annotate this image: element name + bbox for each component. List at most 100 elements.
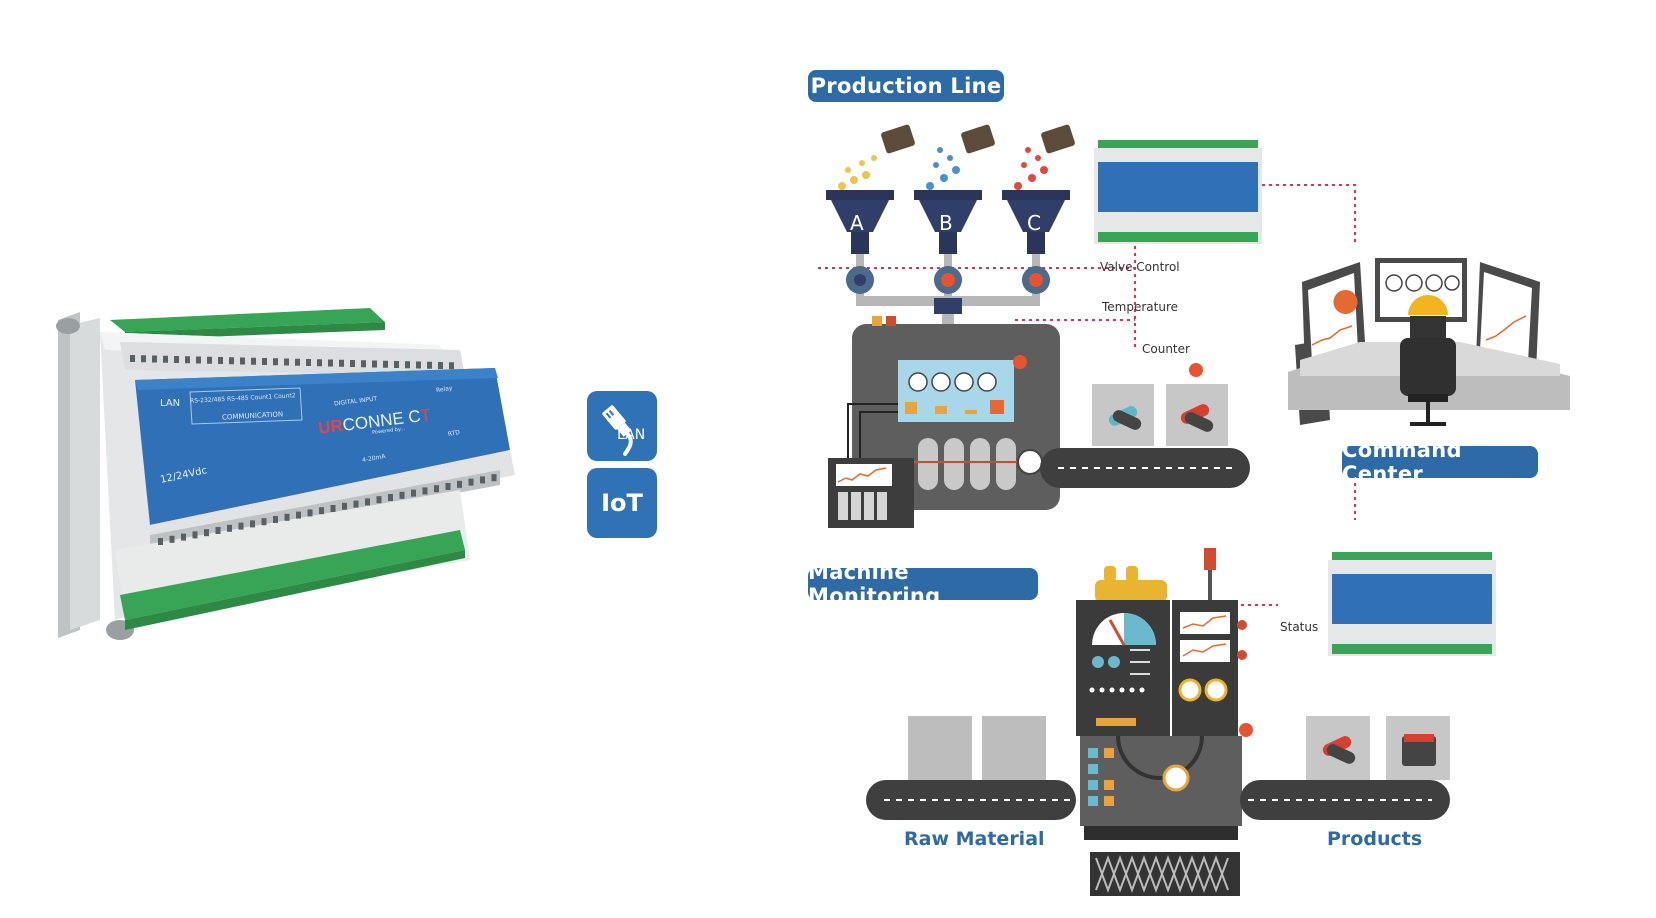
- terminal-screw: [207, 356, 212, 364]
- feed-bag-c: [1041, 124, 1075, 154]
- terminal-screw: [130, 355, 135, 362]
- raw-material-label: Raw Material: [904, 828, 1045, 850]
- lan-badge-label: LAN: [617, 427, 646, 443]
- hopper-a: [826, 190, 894, 254]
- terminal-screw: [438, 362, 443, 369]
- terminal-screw: [141, 355, 146, 363]
- terminal-screw: [434, 485, 439, 493]
- terminal-screw: [158, 538, 163, 545]
- terminal-screw: [405, 361, 410, 369]
- terminal-screw: [284, 513, 290, 521]
- machine-monitoring-label: Machine Monitoring: [808, 560, 1038, 608]
- terminal-screw: [261, 518, 267, 526]
- terminal-screw: [181, 533, 186, 541]
- terminal-screw: [394, 361, 399, 368]
- terminal-screw: [262, 358, 267, 365]
- hopper-c-label: C: [1027, 211, 1041, 235]
- terminal-screw: [163, 355, 168, 363]
- terminal-screw: [399, 491, 405, 499]
- products-label: Products: [1327, 828, 1423, 850]
- terminal-screw: [307, 509, 313, 517]
- hopper-b: [914, 190, 982, 254]
- valve-a: [846, 266, 874, 294]
- production-line-label: Production Line: [808, 70, 1004, 102]
- terminal-screw: [174, 356, 179, 363]
- terminal-screw: [427, 361, 432, 369]
- terminal-screw: [251, 357, 256, 365]
- command-center-label: Command Center: [1342, 438, 1538, 486]
- controller-bottom: [1328, 552, 1496, 656]
- terminal-screw: [445, 483, 451, 490]
- hopper-a-label: A: [850, 211, 864, 235]
- status-label: Status: [1280, 620, 1319, 634]
- hopper-c: [1002, 190, 1070, 254]
- terminal-screw: [227, 524, 232, 532]
- terminal-screw: [449, 362, 454, 370]
- terminal-screw: [296, 511, 301, 519]
- terminal-screw: [250, 520, 255, 528]
- terminal-screw: [388, 494, 393, 501]
- terminal-screw: [295, 358, 300, 366]
- terminal-screw: [192, 531, 198, 539]
- monitoring-machine: [1076, 548, 1253, 896]
- terminal-screw: [342, 502, 347, 510]
- counter-label: Counter: [1142, 342, 1190, 356]
- terminal-screw: [383, 360, 388, 368]
- material-dots-a: [838, 155, 877, 190]
- terminal-screw: [204, 529, 209, 537]
- terminal-screw: [372, 360, 377, 368]
- terminal-screw: [273, 516, 278, 523]
- terminal-screw: [468, 478, 474, 486]
- terminal-screw: [306, 359, 311, 366]
- production-machine: [828, 316, 1060, 528]
- terminal-screw: [350, 360, 355, 367]
- terminal-screw: [319, 507, 324, 515]
- conveyor-bottom: [866, 716, 1450, 820]
- terminal-screw: [422, 487, 428, 495]
- terminal-screw: [273, 358, 278, 366]
- valve-control-label: Valve Control: [1100, 260, 1180, 274]
- terminal-screw: [365, 498, 370, 506]
- terminal-screw: [238, 522, 244, 530]
- terminal-screw: [376, 496, 382, 504]
- terminal-screw: [215, 527, 221, 534]
- terminal-screw: [491, 474, 497, 482]
- terminal-screw: [284, 358, 289, 366]
- material-dots-b: [926, 147, 960, 190]
- terminal-screw: [411, 489, 416, 497]
- ethernet-plug-icon: [602, 405, 633, 456]
- terminal-screw: [185, 356, 190, 364]
- terminal-screw: [361, 360, 366, 368]
- feed-bag-b: [961, 124, 995, 154]
- terminal-screw: [480, 476, 485, 484]
- valve-c: [1022, 266, 1050, 294]
- terminal-screw: [353, 500, 359, 508]
- terminal-screw: [330, 505, 336, 512]
- controller-top: [1094, 140, 1262, 244]
- conveyor-top: [1040, 363, 1250, 488]
- terminal-screw: [218, 357, 223, 364]
- material-dots-c: [1014, 147, 1048, 190]
- command-center-console: [1288, 258, 1570, 426]
- terminal-screw: [416, 361, 421, 369]
- iot-badge-label: IoT: [601, 489, 643, 517]
- valve-b: [934, 266, 962, 294]
- hopper-b-label: B: [939, 211, 953, 235]
- iot-badge: IoT: [587, 468, 657, 538]
- terminal-screw: [339, 359, 344, 367]
- temperature-label: Temperature: [1102, 300, 1179, 314]
- device-lan-label: LAN: [160, 398, 181, 409]
- terminal-screw: [229, 357, 234, 365]
- terminal-screw: [317, 359, 322, 367]
- lan-badge: LAN: [587, 391, 657, 461]
- feed-bag-a: [881, 124, 915, 154]
- terminal-screw: [196, 356, 201, 364]
- terminal-screw: [240, 357, 245, 365]
- terminal-screw: [328, 359, 333, 367]
- urconnect-device: [56, 308, 515, 640]
- terminal-screw: [169, 535, 175, 543]
- terminal-screw: [152, 355, 157, 363]
- terminal-screw: [457, 480, 462, 488]
